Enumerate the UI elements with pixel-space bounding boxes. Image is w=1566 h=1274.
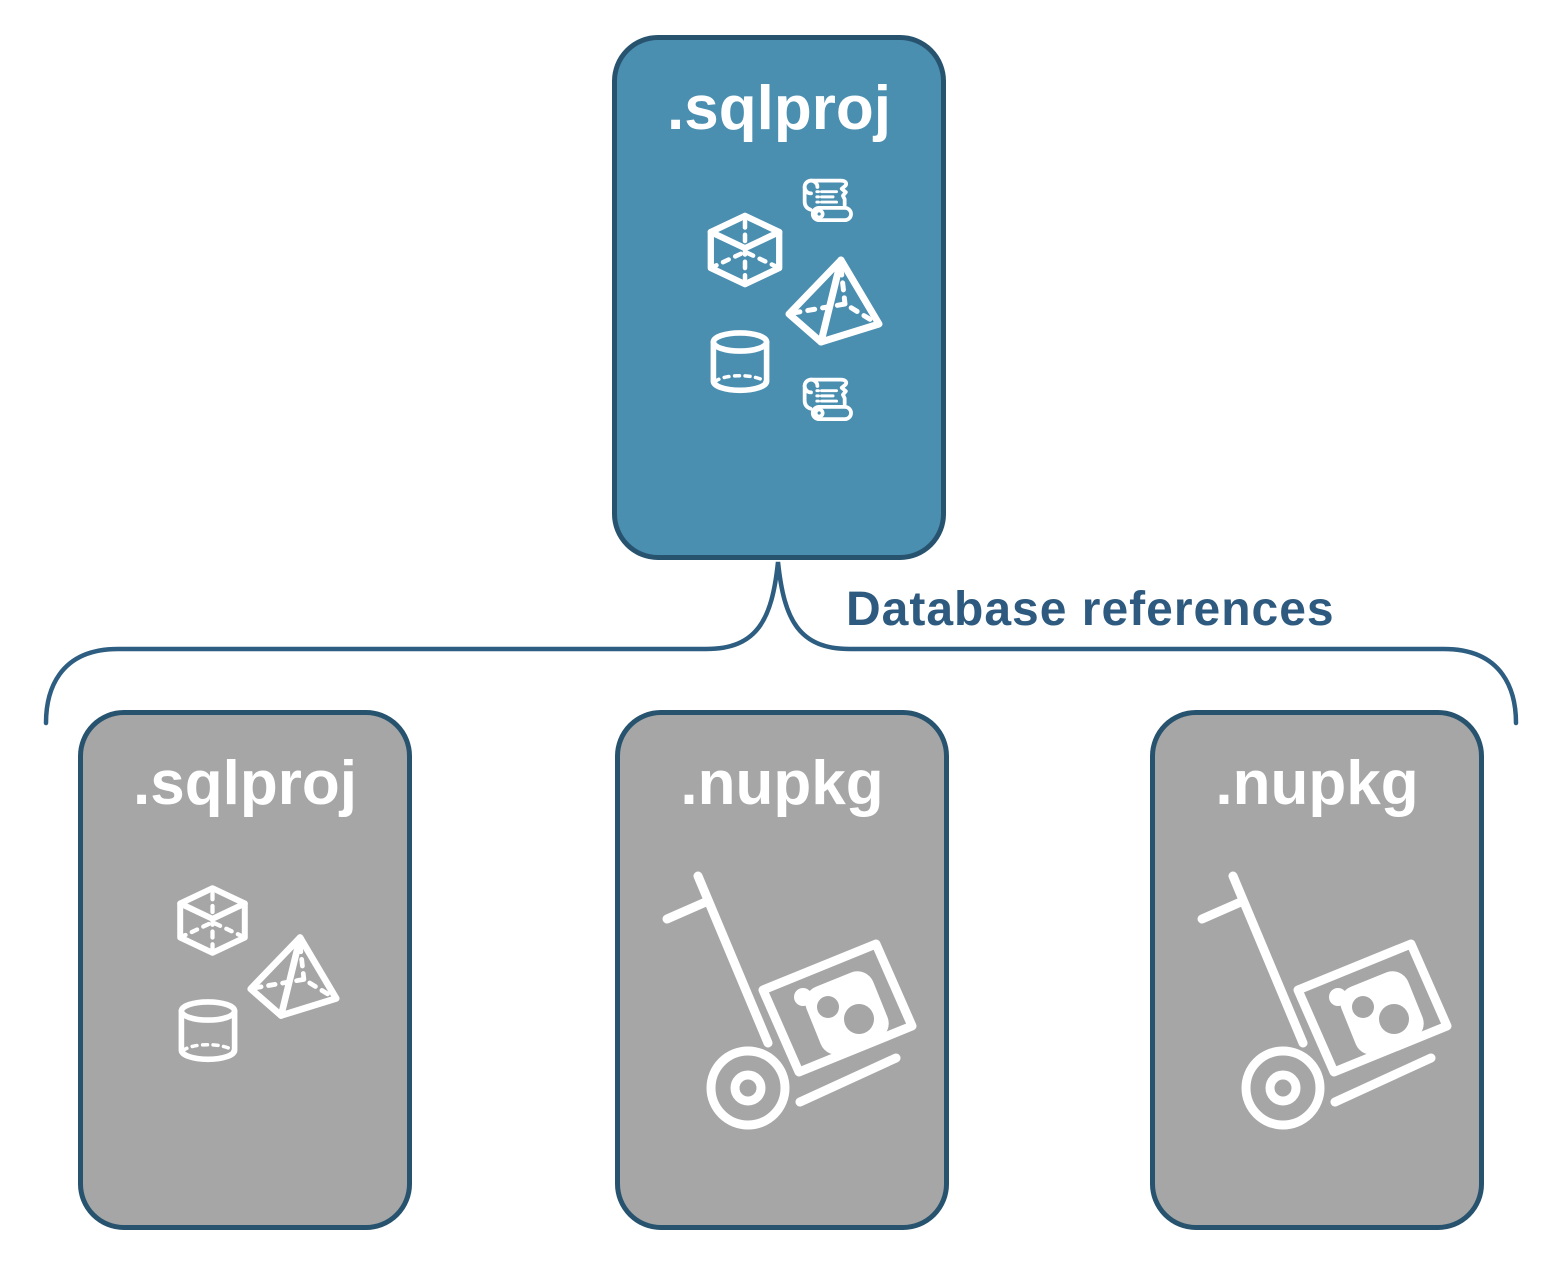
script-scroll-icon [802, 377, 853, 421]
cube-icon [711, 216, 779, 284]
card-root-sqlproj: .sqlproj [612, 35, 946, 560]
card-title: .nupkg [680, 749, 884, 818]
cube-icon [180, 888, 245, 953]
sql-objects-icons [83, 835, 417, 1235]
connector-label: Database references [846, 583, 1335, 636]
card-title: .sqlproj [667, 74, 891, 143]
card-child-nupkg-1: .nupkg [615, 710, 949, 1230]
nuget-package-icons [660, 855, 920, 1145]
pyramid-icon [789, 260, 879, 342]
card-child-nupkg-2: .nupkg [1150, 710, 1484, 1230]
package-dolly-icon [1202, 876, 1447, 1125]
card-title: .nupkg [1215, 749, 1419, 818]
cylinder-icon [713, 333, 766, 390]
package-dolly-icon [667, 876, 912, 1125]
card-child-sqlproj: .sqlproj [78, 710, 412, 1230]
sql-objects-icons [617, 178, 951, 421]
script-scroll-icon [802, 178, 853, 222]
nuget-package-icons [1195, 855, 1455, 1145]
card-title: .sqlproj [133, 749, 357, 818]
pyramid-icon [251, 938, 337, 1016]
cylinder-icon [181, 1002, 234, 1059]
